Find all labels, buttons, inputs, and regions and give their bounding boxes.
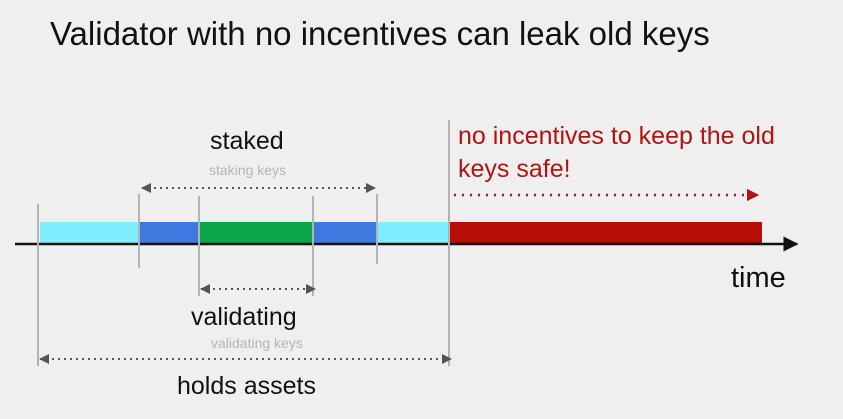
staked-label: staked	[210, 127, 284, 155]
warning-text-line-2: keys safe!	[458, 155, 571, 183]
validating-segment	[199, 222, 313, 244]
validating-label: validating	[191, 303, 297, 331]
staking-keys-label: staking keys	[209, 162, 287, 178]
validating-keys-label: validating keys	[211, 335, 303, 351]
time-axis-label: time	[731, 262, 786, 294]
post-period-segment	[449, 222, 762, 244]
holds-assets-label: holds assets	[177, 372, 316, 400]
holds-assets-segment-right	[377, 222, 449, 244]
staked-segment-left	[139, 222, 199, 244]
warning-text-line-1: no incentives to keep the old	[458, 122, 775, 150]
staked-segment-right	[313, 222, 377, 244]
slide-title: Validator with no incentives can leak ol…	[50, 15, 710, 52]
holds-assets-segment-left	[40, 222, 139, 244]
